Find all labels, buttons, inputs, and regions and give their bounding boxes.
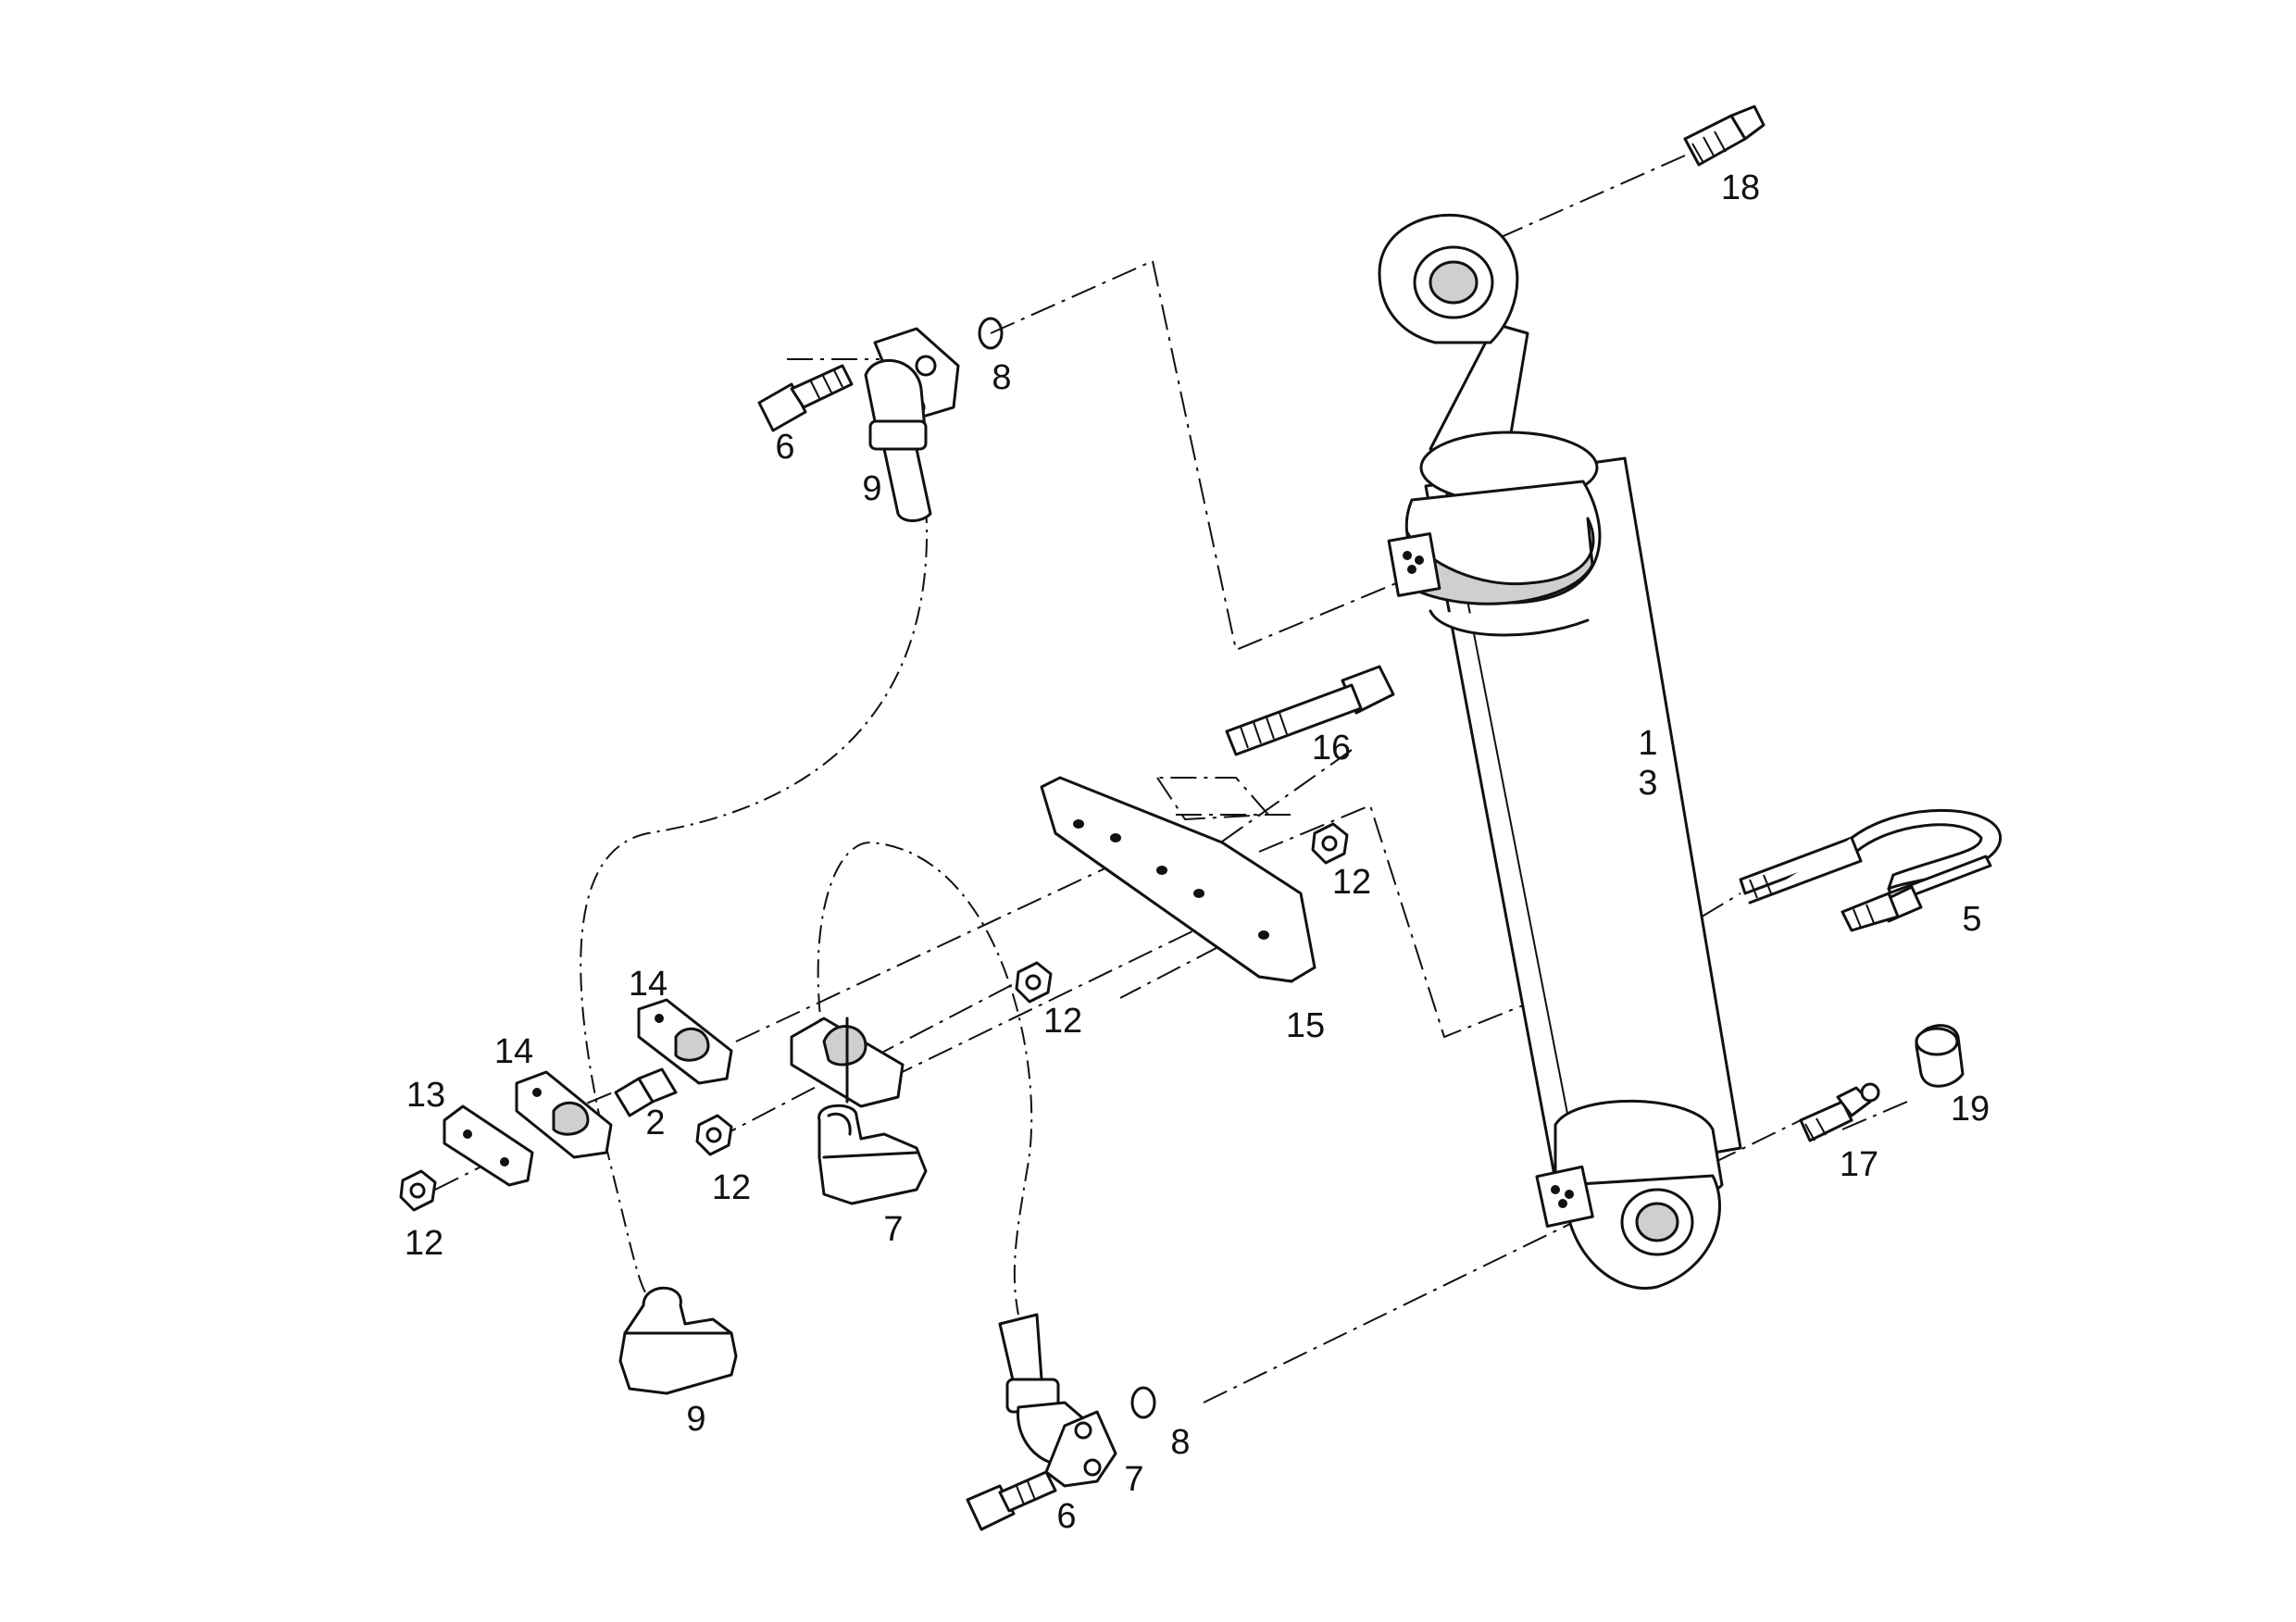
callout-8-bottom: 8 (1170, 1423, 1190, 1462)
callout-3: 3 (1638, 764, 1657, 803)
nut-12-a-icon (1311, 822, 1349, 865)
callout-15: 15 (1286, 1006, 1325, 1045)
bracket-15-icon (1040, 776, 1316, 983)
callout-12-d: 12 (405, 1224, 443, 1263)
callout-7-lower: 7 (1124, 1460, 1143, 1499)
callout-12-c: 12 (712, 1168, 751, 1207)
callout-5: 5 (1962, 900, 1981, 939)
callout-9-lower: 9 (686, 1400, 705, 1439)
hydraulic-cylinder (1378, 214, 1742, 1290)
fitting-18-icon (1683, 105, 1766, 167)
hose-block-7-icon (817, 1104, 928, 1205)
callout-14-upper: 14 (629, 965, 668, 1004)
callout-8-top: 8 (992, 358, 1011, 397)
clamp-14-lower-icon (515, 1070, 613, 1159)
hose-block-9-lower-icon (618, 1286, 738, 1395)
callout-16: 16 (1312, 729, 1351, 767)
callout-9-top: 9 (862, 469, 881, 508)
nut-12-d-icon (399, 1169, 437, 1212)
callout-17: 17 (1840, 1145, 1878, 1184)
o-ring-8-top-icon (978, 317, 1004, 350)
cap-19-icon (1915, 1024, 1965, 1088)
nut-12-c-icon (695, 1114, 733, 1156)
hose-lines (580, 504, 1033, 1316)
callout-14-lower: 14 (494, 1032, 533, 1071)
clamp-block-center-icon (790, 1017, 905, 1108)
nipple-17-icon (1799, 1082, 1880, 1142)
bolt-6-top-icon (757, 364, 854, 432)
part-callouts: 18 8 6 9 16 1 3 12 5 14 14 13 2 15 12 12… (405, 168, 1990, 1536)
callout-7-center: 7 (883, 1210, 903, 1249)
sleeve-2-icon (614, 1067, 678, 1117)
elbow-fitting-7-lower-icon (998, 1313, 1117, 1488)
nut-12-b-icon (1015, 961, 1053, 1004)
callout-13: 13 (406, 1076, 445, 1115)
plate-13-icon (443, 1104, 534, 1187)
callout-6-top: 6 (775, 428, 794, 467)
callout-12-a: 12 (1332, 863, 1371, 902)
callout-6-lower: 6 (1056, 1497, 1076, 1536)
callout-19: 19 (1951, 1090, 1990, 1129)
bolt-6-lower-icon (966, 1470, 1057, 1531)
u-bolt-5-icon (1739, 808, 2003, 932)
clamp-14-upper-icon (637, 998, 733, 1085)
elbow-fitting-9-top-icon (864, 327, 960, 522)
bolt-16-icon (1225, 665, 1395, 756)
callout-12-b: 12 (1043, 1002, 1082, 1041)
callout-18: 18 (1721, 168, 1760, 207)
callout-2: 2 (645, 1104, 665, 1142)
o-ring-8-bottom-icon (1130, 1386, 1156, 1419)
callout-1: 1 (1638, 724, 1657, 763)
